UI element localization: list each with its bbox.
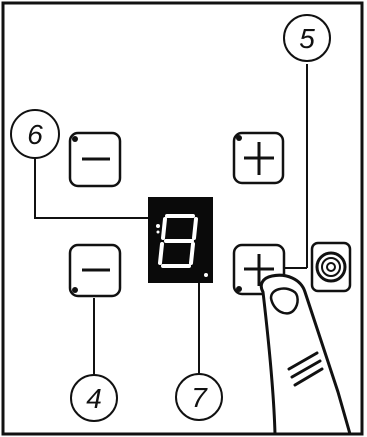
callout-6-label: 6 — [27, 119, 43, 150]
plus-icon — [244, 142, 274, 175]
minus-button-upper[interactable] — [68, 131, 122, 188]
callout-4: 4 — [70, 298, 118, 422]
callout-7-label: 7 — [191, 382, 208, 413]
plus-button-upper[interactable] — [232, 131, 285, 185]
callout-6: 6 — [10, 109, 148, 219]
callout-5: 5 — [283, 14, 331, 269]
seven-segment-digit — [158, 214, 198, 268]
target-button[interactable] — [310, 241, 352, 293]
display-digit-value: 8 — [0, 0, 1, 1]
finger-icon — [259, 273, 352, 436]
digit-display: 8 — [0, 0, 213, 283]
callout-7: 7 — [175, 280, 223, 421]
minus-button-lower[interactable] — [68, 243, 122, 298]
concentric-circles-icon — [315, 251, 347, 283]
callout-5-label: 5 — [299, 23, 315, 54]
plus-icon — [244, 254, 274, 286]
callout-4-label: 4 — [86, 383, 102, 414]
